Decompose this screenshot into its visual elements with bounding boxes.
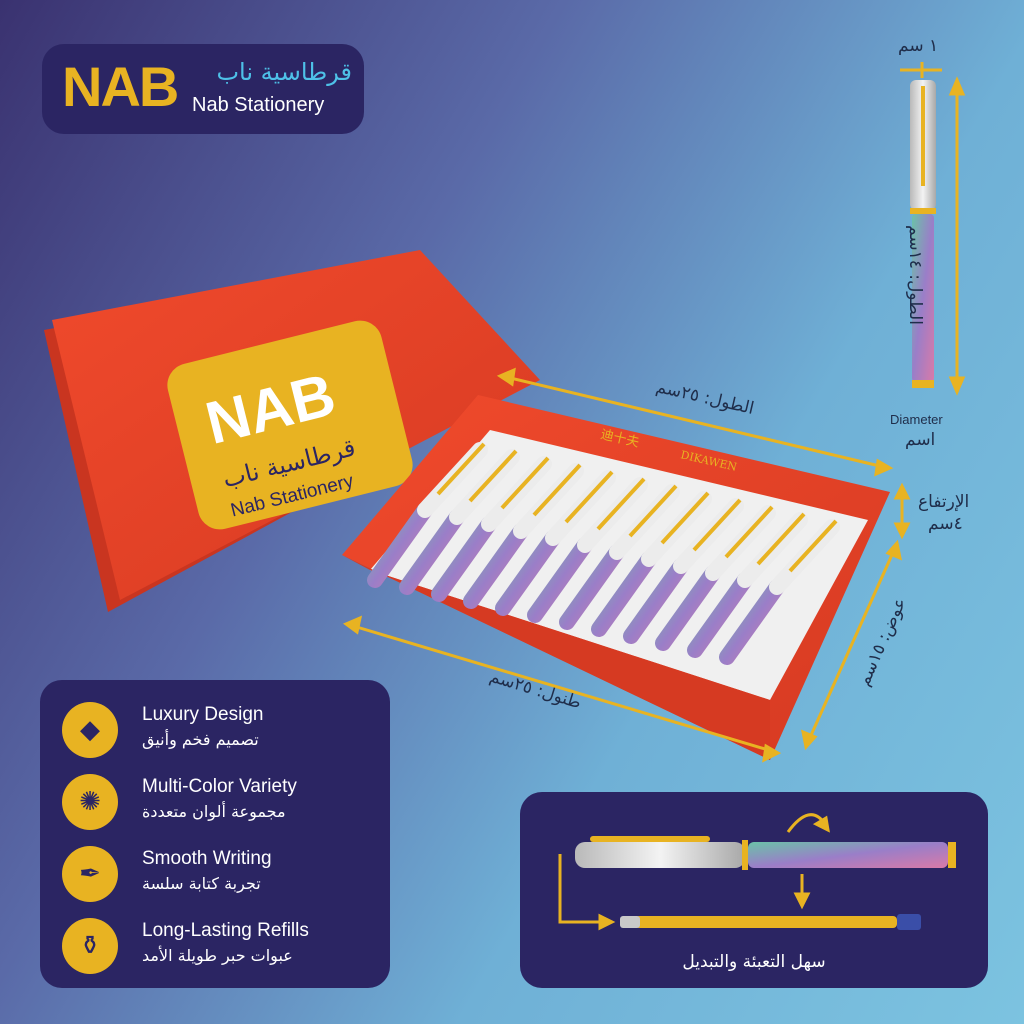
pen [623, 498, 744, 644]
ink-bottle-icon: ⚱ [62, 918, 118, 974]
refill-illustration [558, 813, 956, 931]
pen [367, 442, 488, 588]
pen [655, 505, 776, 651]
pen-diameter-label-en: Diameter [890, 412, 943, 427]
feature-title-en: Luxury Design [142, 704, 264, 725]
logo-letters: NAB [62, 55, 179, 118]
refill-panel: سهل التعبئة والتبديل [520, 792, 988, 988]
refill-caption: سهل التعبئة والتبديل [682, 952, 826, 972]
feature-title-ar: عبوات حبر طويلة الأمد [142, 946, 293, 965]
feature-title-ar: مجموعة ألوان متعددة [142, 802, 286, 821]
lid-logo-plate [167, 320, 413, 530]
box-height-label: الإرتفاع [918, 492, 970, 512]
brand-logo-letters: NAB [62, 54, 179, 119]
pen [495, 470, 616, 616]
pen-length-label: الطول: ١٤سم [905, 225, 925, 325]
dimension-arrows [342, 62, 966, 763]
single-pen-measure [910, 80, 936, 388]
box-tray: 迪十夫 DIKAWEN [342, 395, 890, 760]
brand-name-english: Nab Stationery [192, 94, 325, 116]
pen-diameter-label-ar: اسم [905, 430, 936, 450]
feature-title-ar: تجربة كتابة سلسة [142, 874, 261, 893]
pen [399, 449, 520, 595]
feature-title-ar: تصميم فخم وأنيق [142, 730, 259, 749]
brand-logo-panel: NAB قرطاسية ناب Nab Stationery [42, 44, 364, 134]
feature-smooth-writing: ✒ Smooth Writing تجربة كتابة سلسة [62, 844, 382, 908]
box-height-value: ٤سم [928, 514, 963, 534]
feather-icon: ✒ [62, 846, 118, 902]
feature-luxury-design: ◆ Luxury Design تصميم فخم وأنيق [62, 700, 382, 764]
features-panel: ◆ Luxury Design تصميم فخم وأنيق ✺ Multi-… [40, 680, 390, 988]
feature-title-en: Long-Lasting Refills [142, 920, 309, 941]
feature-multi-color: ✺ Multi-Color Variety مجموعة ألوان متعدد… [62, 772, 382, 836]
pen [719, 519, 840, 665]
feature-title-en: Multi-Color Variety [142, 776, 297, 797]
pen-cap-width-label: ١ سم [898, 36, 939, 56]
pen [527, 477, 648, 623]
brand-name-arabic: قرطاسية ناب [216, 58, 352, 86]
palette-icon: ✺ [62, 774, 118, 830]
feature-long-lasting-refills: ⚱ Long-Lasting Refills عبوات حبر طويلة ا… [62, 916, 382, 980]
pen [591, 491, 712, 637]
pen-row [367, 442, 840, 665]
pen [431, 456, 552, 602]
diamond-icon: ◆ [62, 702, 118, 758]
feature-title-en: Smooth Writing [142, 848, 272, 869]
pen [463, 463, 584, 609]
pen [559, 484, 680, 630]
pen [687, 512, 808, 658]
